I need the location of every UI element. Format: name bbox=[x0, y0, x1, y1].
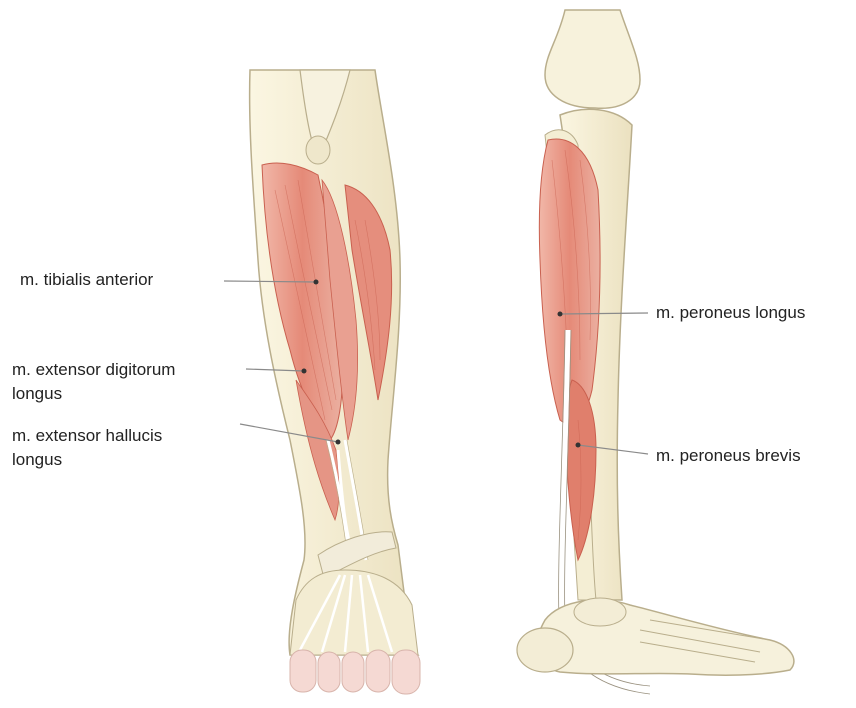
front-view-leg bbox=[250, 70, 420, 694]
label-extensor-hallucis-line1: m. extensor hallucis bbox=[12, 424, 162, 448]
side-femur bbox=[545, 10, 640, 108]
side-calcaneus bbox=[517, 628, 573, 672]
side-view-leg bbox=[517, 10, 794, 694]
label-extensor-hallucis-line2: longus bbox=[12, 448, 62, 472]
label-tibialis-anterior: m. tibialis anterior bbox=[20, 268, 153, 292]
label-peroneus-longus: m. peroneus longus bbox=[656, 301, 805, 325]
side-talus bbox=[574, 598, 626, 626]
label-peroneus-brevis: m. peroneus brevis bbox=[656, 444, 801, 468]
label-extensor-digitorum-line2: longus bbox=[12, 382, 62, 406]
label-extensor-digitorum-line1: m. extensor digitorum bbox=[12, 358, 175, 382]
front-toes bbox=[290, 650, 420, 694]
front-tibial-tuberosity bbox=[306, 136, 330, 164]
